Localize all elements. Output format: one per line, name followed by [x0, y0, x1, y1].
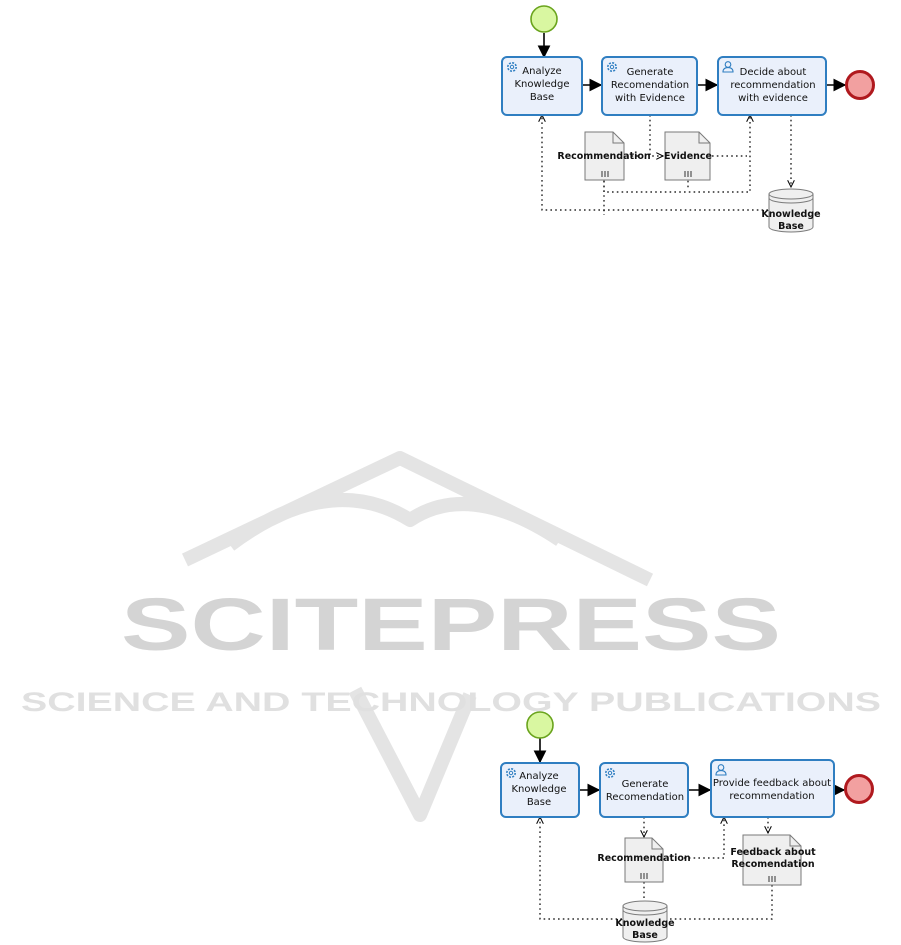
- svg-text:Recommendation: Recommendation: [557, 151, 650, 162]
- start-event: [530, 5, 558, 33]
- diagram-2: Analyze Knowledge Base Generate Recomend…: [500, 711, 874, 943]
- assoc-kb-to-analyze: [542, 115, 768, 211]
- svg-text:Evidence: Evidence: [664, 151, 712, 162]
- watermark-book-shape: [181, 451, 654, 822]
- watermark-subtitle: SCIENCE AND TECHNOLOGY PUBLICATIONS: [21, 687, 881, 717]
- data-store-knowledge-base: Knowledge Base: [761, 188, 821, 233]
- diagram-1: Analyze Knowledge Base Generate Recomend…: [501, 5, 875, 233]
- svg-text:Analyze: Analyze: [522, 66, 561, 77]
- task-generate-recommendation-with-evidence: Generate Recomendation with Evidence: [601, 56, 698, 116]
- data-object-recommendation: Recommendation: [597, 837, 691, 883]
- collection-marker-icon: [601, 171, 609, 177]
- watermark: SCITEPRESS SCIENCE AND TECHNOLOGY PUBLIC…: [21, 451, 881, 822]
- svg-text:Base: Base: [778, 221, 804, 232]
- start-event: [526, 711, 554, 739]
- svg-text:recommendation: recommendation: [729, 791, 814, 802]
- svg-text:Generate: Generate: [622, 779, 669, 790]
- task-decide-about-recommendation: Decide about recommendation with evidenc…: [717, 56, 827, 116]
- svg-text:Knowledge: Knowledge: [515, 79, 570, 90]
- svg-text:Base: Base: [530, 92, 554, 103]
- svg-text:Knowledge: Knowledge: [512, 784, 567, 795]
- svg-text:Decide about: Decide about: [740, 67, 807, 78]
- svg-text:Feedback about: Feedback about: [730, 847, 816, 858]
- svg-text:Recommendation: Recommendation: [597, 853, 690, 864]
- collection-marker-icon: [640, 873, 648, 879]
- svg-text:Knowledge: Knowledge: [615, 918, 674, 929]
- assoc-recommendation-to-feedback-task: [684, 817, 724, 859]
- svg-text:with Evidence: with Evidence: [615, 93, 685, 104]
- svg-text:recommendation: recommendation: [730, 80, 815, 91]
- collection-marker-icon: [768, 876, 776, 882]
- svg-text:Knowledge: Knowledge: [761, 209, 820, 220]
- assoc-generate-to-evidence: [649, 115, 663, 156]
- svg-text:Base: Base: [527, 797, 551, 808]
- svg-text:Base: Base: [632, 930, 658, 941]
- end-event: [845, 70, 875, 100]
- assoc-feedback-to-kb: [668, 885, 773, 920]
- collection-marker-icon: [684, 171, 692, 177]
- svg-text:Recomendation: Recomendation: [731, 859, 815, 870]
- svg-text:Recomendation: Recomendation: [611, 80, 689, 91]
- task-provide-feedback: Provide feedback about recommendation: [710, 759, 835, 818]
- svg-text:Generate: Generate: [627, 67, 674, 78]
- data-object-feedback-about-recommendation: Feedback about Recomendation: [730, 834, 816, 886]
- task-generate-recommendation: Generate Recomendation: [599, 762, 689, 818]
- watermark-title: SCITEPRESS: [121, 583, 781, 666]
- task-analyze-knowledge-base: Analyze Knowledge Base: [501, 56, 583, 116]
- svg-text:with evidence: with evidence: [738, 93, 808, 104]
- data-object-recommendation: Recommendation: [557, 131, 651, 181]
- svg-text:Recomendation: Recomendation: [606, 792, 684, 803]
- assoc-kb-to-analyze: [540, 817, 622, 920]
- data-store-knowledge-base: Knowledge Base: [615, 900, 675, 943]
- data-object-evidence: Evidence: [664, 131, 712, 181]
- svg-text:Analyze: Analyze: [519, 771, 558, 782]
- end-event: [844, 774, 874, 804]
- task-analyze-knowledge-base: Analyze Knowledge Base: [500, 762, 580, 818]
- svg-text:Provide feedback about: Provide feedback about: [713, 778, 831, 789]
